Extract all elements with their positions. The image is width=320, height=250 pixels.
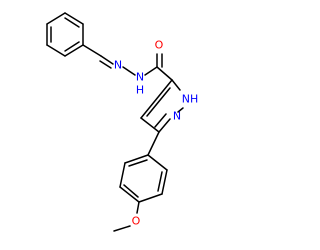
bond <box>128 159 148 167</box>
bond <box>158 118 171 133</box>
bond <box>100 55 114 65</box>
bond <box>64 41 80 52</box>
bond <box>99 60 112 69</box>
bond <box>140 79 173 119</box>
bond <box>157 171 163 192</box>
bond <box>147 131 160 156</box>
bond <box>140 117 160 133</box>
bond <box>177 107 184 113</box>
amide-nitrogen-label: N <box>136 71 144 84</box>
amide-hydrogen-label: H <box>136 84 144 97</box>
bond <box>122 66 136 76</box>
hydrazone-linker <box>82 44 173 81</box>
bond <box>119 186 140 203</box>
bond <box>123 184 139 198</box>
bond <box>161 169 168 195</box>
benzene-ring <box>46 12 84 57</box>
bond <box>64 12 84 25</box>
chemical-structure: N N H O NH N O <box>46 12 198 232</box>
bond <box>46 12 66 25</box>
bond <box>124 154 149 164</box>
bond <box>171 79 181 91</box>
bond <box>64 17 80 28</box>
bond <box>146 87 171 117</box>
bond <box>144 66 158 76</box>
bond <box>138 193 163 203</box>
bond <box>119 162 126 188</box>
methoxyphenyl-ring <box>119 154 168 203</box>
atom-labels: N N H O NH N O <box>114 39 198 228</box>
bond <box>154 113 167 128</box>
pyrazole-ring <box>140 79 184 133</box>
bond <box>113 225 131 232</box>
pyrazole-nh-label: NH <box>182 93 199 106</box>
bond <box>156 66 173 81</box>
bond <box>82 44 102 57</box>
carbonyl-oxygen-label: O <box>155 39 164 52</box>
methoxy-group <box>113 201 140 232</box>
bond <box>136 201 140 214</box>
imine-nitrogen-label: N <box>114 59 122 72</box>
bond <box>147 154 168 171</box>
bond <box>64 44 84 57</box>
pyrazole-nitrogen-label: N <box>173 110 181 123</box>
ether-oxygen-label: O <box>132 215 141 228</box>
bond <box>46 44 66 57</box>
